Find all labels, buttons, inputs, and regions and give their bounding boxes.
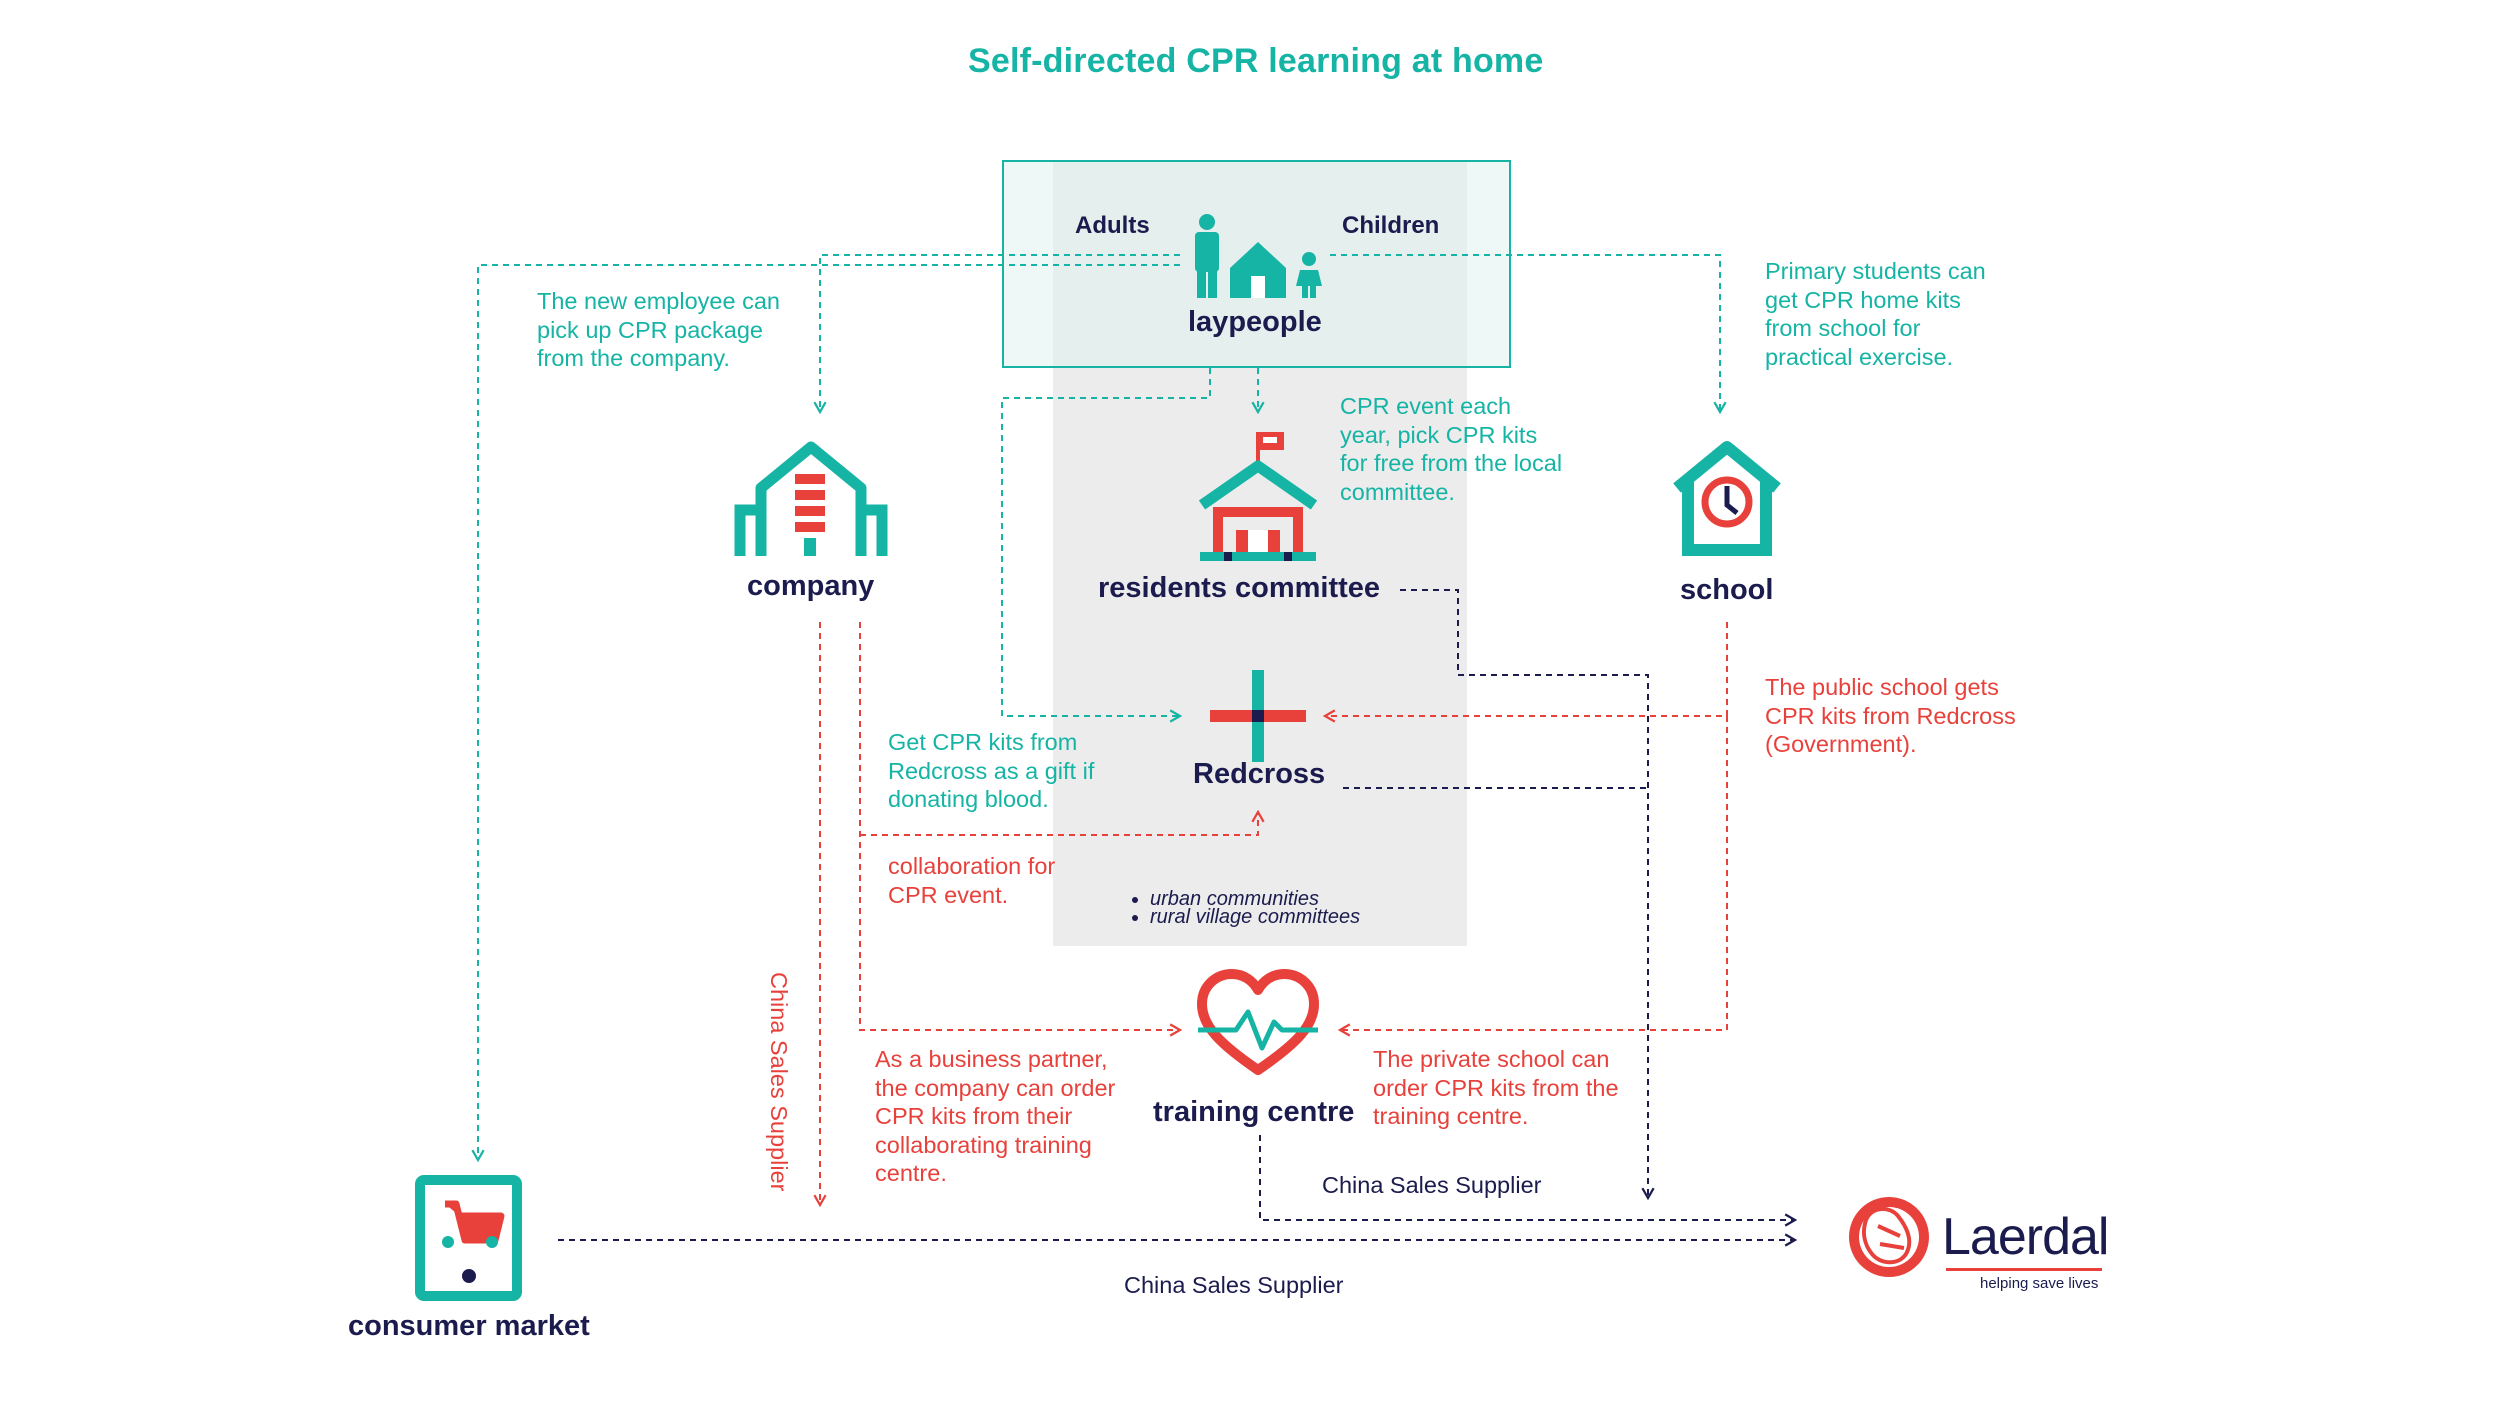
- supplier-training-label: China Sales Supplier: [1322, 1172, 1542, 1198]
- community-list-item: rural village committees: [1150, 907, 1450, 927]
- redcross-label: Redcross: [1193, 758, 1326, 790]
- children-label: Children: [1342, 212, 1440, 239]
- committee-building-icon: [1198, 432, 1318, 561]
- diagram-title: Self-directed CPR learning at home: [968, 42, 1544, 80]
- school-clock-icon: [1673, 441, 1781, 556]
- blood-donation-note: Get CPR kits from Redcross as a gift if …: [888, 729, 1095, 812]
- supplier-vertical-label: China Sales Supplier: [766, 972, 792, 1192]
- training-centre-label: training centre: [1153, 1096, 1355, 1128]
- connector-school-training: [1337, 716, 1728, 1037]
- community-list-item: urban communities: [1150, 889, 1450, 909]
- connector-company-redcross: [860, 809, 1265, 836]
- collaboration-note: collaboration for CPR event.: [888, 853, 1056, 908]
- connector-training-laerdal: [1259, 1135, 1798, 1227]
- connector-company-training: [859, 622, 1183, 1037]
- connector-laypeople-consumer: [471, 264, 1180, 1163]
- community-list: urban communities rural village committe…: [1120, 889, 1450, 927]
- adults-label: Adults: [1075, 212, 1150, 239]
- school-label: school: [1680, 574, 1774, 606]
- consumer-market-label: consumer market: [348, 1310, 590, 1342]
- brand-tagline: helping save lives: [1980, 1275, 2099, 1292]
- connector-laypeople-school: [1330, 254, 1727, 415]
- connector-committee-supplier: [1400, 589, 1655, 1201]
- school-note: Primary students can get CPR home kits f…: [1765, 258, 1986, 370]
- private-school-note: The private school can order CPR kits fr…: [1373, 1046, 1619, 1129]
- company-note: The new employee can pick up CPR package…: [537, 288, 780, 371]
- connector-laypeople-company: [813, 254, 1180, 415]
- brand-name: Laerdal: [1942, 1208, 2109, 1266]
- residents-committee-label: residents committee: [1098, 572, 1381, 604]
- business-partner-note: As a business partner, the company can o…: [875, 1046, 1116, 1186]
- office-building-icon: [734, 441, 888, 556]
- mobile-shopping-cart-icon: [415, 1175, 522, 1301]
- supplier-bottom-label: China Sales Supplier: [1124, 1272, 1344, 1298]
- family-house-icon: [1195, 214, 1322, 298]
- heart-pulse-icon: [1197, 969, 1319, 1075]
- committee-note: CPR event each year, pick CPR kits for f…: [1340, 393, 1563, 505]
- laerdal-logo-icon: [1849, 1197, 2102, 1277]
- laypeople-label: laypeople: [1188, 306, 1322, 338]
- red-cross-icon: [1210, 670, 1306, 762]
- public-school-note: The public school gets CPR kits from Red…: [1765, 674, 2016, 757]
- company-label: company: [747, 570, 875, 602]
